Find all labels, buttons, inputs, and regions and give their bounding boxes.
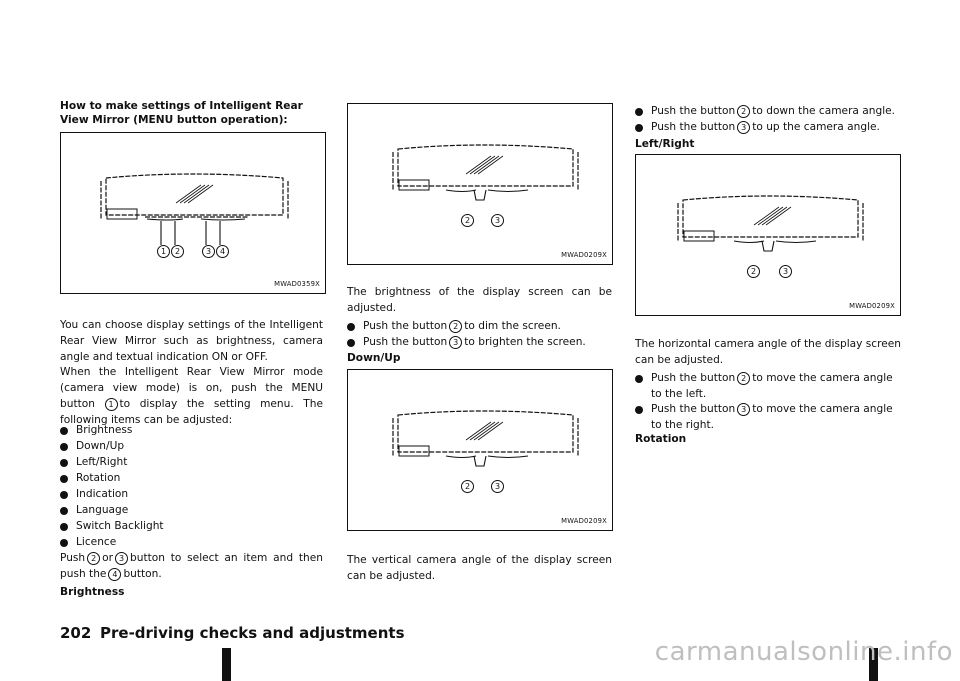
subheading-rotation: Rotation (635, 433, 687, 445)
callout-4: 4 (216, 245, 229, 258)
subheading-brightness: Brightness (60, 586, 125, 598)
mirror-figure-downup: 2 3 MWAD0209X (347, 369, 613, 531)
paragraph-horizontal: The horizontal camera angle of the displ… (635, 338, 901, 366)
list-item-label: Rotation (76, 472, 121, 484)
callout-3: 3 (449, 336, 463, 349)
callout-3: 3 (491, 214, 504, 227)
callout-3: 3 (202, 245, 215, 258)
figure-code: MWAD0209X (849, 302, 895, 310)
mirror-illustration (392, 410, 579, 467)
subheading-downup: Down/Up (347, 352, 401, 364)
paragraph-vertical: The vertical camera angle of the display… (347, 554, 612, 582)
callout-3: 3 (779, 265, 792, 278)
figure-code: MWAD0209X (561, 517, 607, 525)
callout-2: 2 (87, 552, 101, 565)
mirror-illustration (677, 195, 864, 252)
callout-3: 3 (737, 403, 751, 416)
bullet-icon (60, 507, 68, 515)
footer-bar-right (869, 648, 878, 681)
paragraph-brightness: The brightness of the display screen can… (347, 286, 612, 314)
callout-2: 2 (449, 320, 463, 333)
bullet-icon (635, 375, 643, 383)
bullet-icon (635, 406, 643, 414)
push-text-d: button. (123, 568, 162, 580)
mirror-figure-brightness: 2 3 MWAD0209X (347, 103, 613, 265)
callout-1: 1 (157, 245, 170, 258)
mirror-figure-buttons: 1 2 3 4 MWAD0359X (60, 132, 326, 294)
paragraph-menu-text-b: to display the setting menu. The followi… (60, 398, 323, 426)
bullet-icon (635, 124, 643, 132)
paragraph-menu-text-a: When the Intelligent Rear View Mirror mo… (60, 366, 323, 410)
callout-3: 3 (115, 552, 128, 565)
figure-code: MWAD0359X (274, 280, 320, 288)
bullet-text-continued: to the left. (651, 388, 707, 400)
footer-bar-left (222, 648, 231, 681)
bullet-text-continued: to the right. (651, 419, 715, 431)
list-item-label: Language (76, 504, 129, 516)
callout-2: 2 (737, 105, 751, 118)
bullet-icon (60, 539, 68, 547)
list-item-label: Switch Backlight (76, 520, 164, 532)
paragraph-intro: You can choose display settings of the I… (60, 319, 323, 363)
callout-1: 1 (104, 398, 118, 411)
bullet-icon (60, 427, 68, 435)
list-item-label: Indication (76, 488, 129, 500)
list-item-label: Brightness (76, 424, 133, 436)
page-number: 202 (60, 624, 92, 642)
bullet-icon (635, 108, 643, 116)
bullet-icon (60, 491, 68, 499)
callout-3: 3 (737, 121, 751, 134)
figure-code: MWAD0209X (561, 251, 607, 259)
page-footer-title: Pre-driving checks and adjustments (100, 624, 405, 642)
push-text-b: or (102, 552, 113, 564)
callout-2: 2 (461, 480, 474, 493)
mirror-figure-leftright: 2 3 MWAD0209X (635, 154, 901, 316)
list-item-label: Left/Right (76, 456, 128, 468)
callout-2: 2 (747, 265, 760, 278)
callout-2: 2 (461, 214, 474, 227)
bullet-icon (60, 443, 68, 451)
mirror-illustration (392, 144, 579, 201)
callout-2: 2 (171, 245, 184, 258)
bullet-icon (60, 459, 68, 467)
bullet-icon (60, 523, 68, 531)
bullet-icon (347, 323, 355, 331)
paragraph-menu: When the Intelligent Rear View Mirror mo… (60, 364, 323, 428)
push-text-c: button to select an item and then push t… (60, 552, 323, 580)
callout-3: 3 (491, 480, 504, 493)
list-item-label: Down/Up (76, 440, 125, 452)
bullet-icon (347, 339, 355, 347)
mirror-illustration (100, 173, 289, 245)
callout-4: 4 (108, 568, 122, 581)
callout-2: 2 (737, 372, 751, 385)
subheading-leftright: Left/Right (635, 138, 695, 150)
watermark: carmanualsonline.info (654, 637, 953, 667)
bullet-icon (60, 475, 68, 483)
push-text-a: Push (60, 552, 86, 564)
section-heading: How to make settings of Intelligent Rear… (60, 100, 303, 126)
list-item-label: Licence (76, 536, 117, 548)
